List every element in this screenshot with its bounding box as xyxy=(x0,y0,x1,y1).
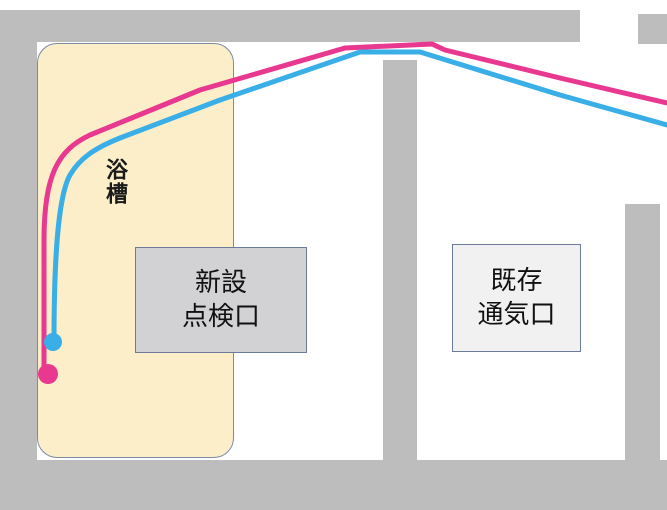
new-inspection-port-label-line2: 点検口 xyxy=(181,302,260,332)
bathtub-label: 浴槽 xyxy=(102,158,127,206)
wall-right-partition xyxy=(625,204,660,460)
existing-vent-label-line1: 既存 xyxy=(490,266,543,296)
new-inspection-port-box: 新設 点検口 xyxy=(135,247,307,353)
wall-bottom xyxy=(0,460,667,510)
wall-top-right xyxy=(638,14,667,44)
wall-middle-partition xyxy=(383,60,417,460)
route-pink xyxy=(41,41,667,377)
existing-vent-label-line2: 通気口 xyxy=(477,300,556,330)
wall-left xyxy=(0,10,37,510)
new-inspection-port-label-line1: 新設 xyxy=(194,268,247,298)
route-blue-endpoint xyxy=(44,333,62,351)
wall-top-left xyxy=(0,10,580,42)
route-pink-endpoint xyxy=(38,364,58,384)
existing-vent-box: 既存 通気口 xyxy=(452,244,581,352)
route-blue xyxy=(51,49,667,345)
